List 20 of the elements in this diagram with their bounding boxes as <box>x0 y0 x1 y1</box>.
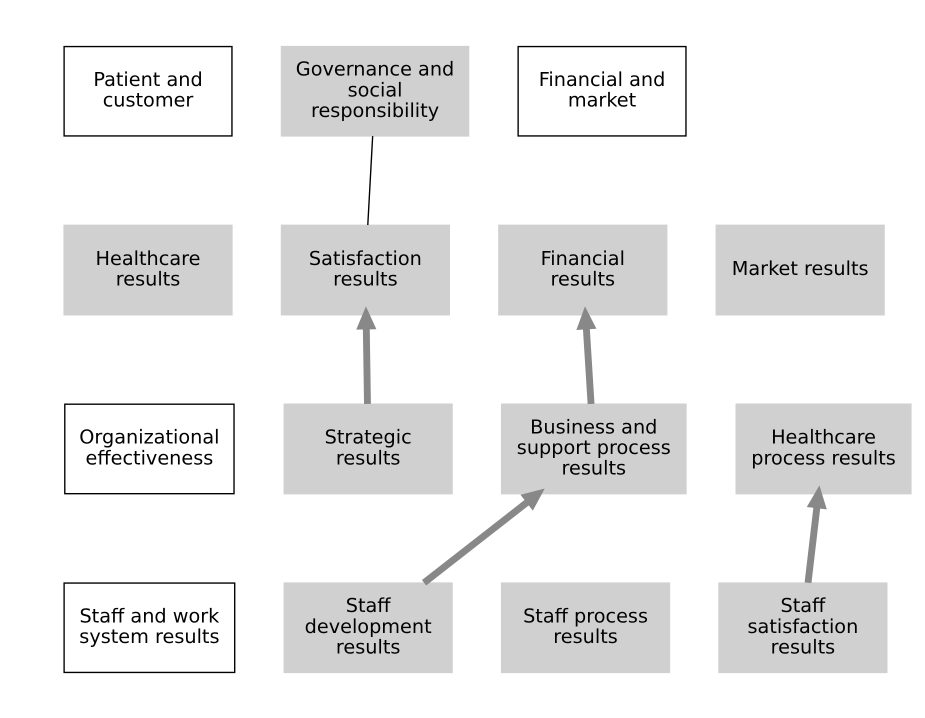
node-box: Financial and market <box>517 45 687 136</box>
node-box: Staff process results <box>500 582 670 673</box>
node-box: Financial results <box>498 224 668 315</box>
node-box: Market results <box>716 224 885 315</box>
arrow <box>356 306 376 404</box>
node-box: Strategic results <box>284 403 453 494</box>
node-box: Business and support process results <box>500 403 687 494</box>
arrow <box>422 488 545 585</box>
node-box: Staff satisfaction results <box>718 582 888 673</box>
connector <box>367 136 374 225</box>
node-box: Staff and work system results <box>63 582 236 673</box>
node-box: Governance and social responsibility <box>280 45 470 136</box>
node-box: Healthcare results <box>63 224 233 315</box>
node-box: Staff development results <box>284 582 453 673</box>
arrow <box>576 306 596 404</box>
node-box: Healthcare process results <box>736 403 912 494</box>
node-box: Patient and customer <box>63 45 233 136</box>
node-box: Satisfaction results <box>280 224 450 315</box>
arrow <box>804 484 827 583</box>
node-box: Organizational effectiveness <box>64 403 235 494</box>
